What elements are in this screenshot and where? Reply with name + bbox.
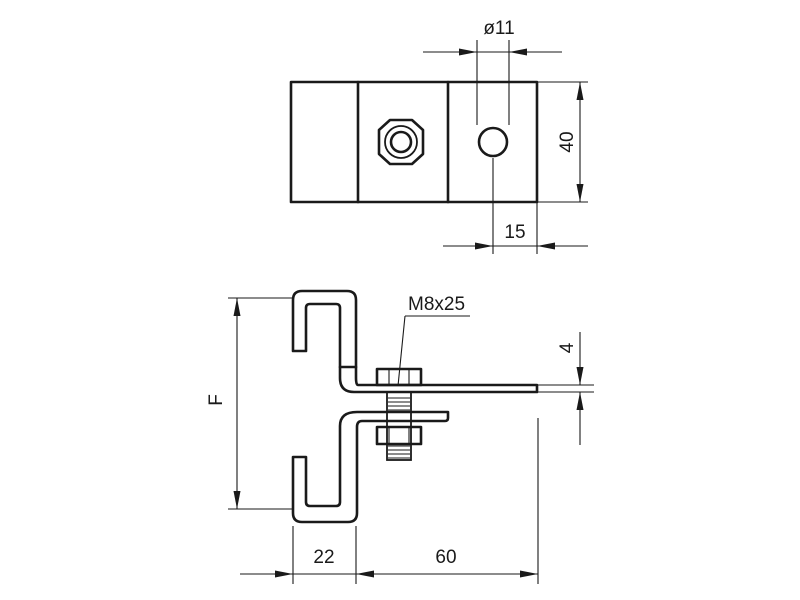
bracket-plate bbox=[338, 365, 539, 394]
height-40-label: 40 bbox=[557, 131, 578, 152]
height-40-dimension: 40 bbox=[537, 81, 588, 203]
width-22-label: 22 bbox=[313, 547, 334, 568]
thickness-dimension: 4 bbox=[537, 332, 594, 445]
bolt-callout: M8x25 bbox=[397, 294, 470, 387]
bolt-head bbox=[375, 367, 423, 387]
upper-hook bbox=[291, 289, 358, 369]
mounting-hole bbox=[477, 126, 509, 158]
plate-outline bbox=[289, 80, 539, 204]
length-60-label: 60 bbox=[435, 547, 456, 568]
thickness-label: 4 bbox=[557, 342, 578, 353]
hex-nut-top bbox=[377, 118, 425, 166]
edge-distance-dimension: 15 bbox=[443, 158, 588, 254]
hex-nut-side bbox=[375, 425, 423, 446]
side-view: M8x25 4 F bbox=[206, 289, 594, 584]
edge-distance-label: 15 bbox=[504, 222, 525, 243]
bolt-label: M8x25 bbox=[408, 294, 465, 315]
top-view: ø11 40 15 bbox=[289, 18, 588, 254]
f-dimension: F bbox=[206, 297, 293, 510]
f-label: F bbox=[206, 394, 227, 406]
hole-diameter-label: ø11 bbox=[483, 18, 514, 39]
clamp-plate bbox=[291, 410, 450, 524]
bottom-dimensions: 22 60 bbox=[240, 418, 539, 584]
hole-diameter-dimension: ø11 bbox=[423, 18, 562, 125]
